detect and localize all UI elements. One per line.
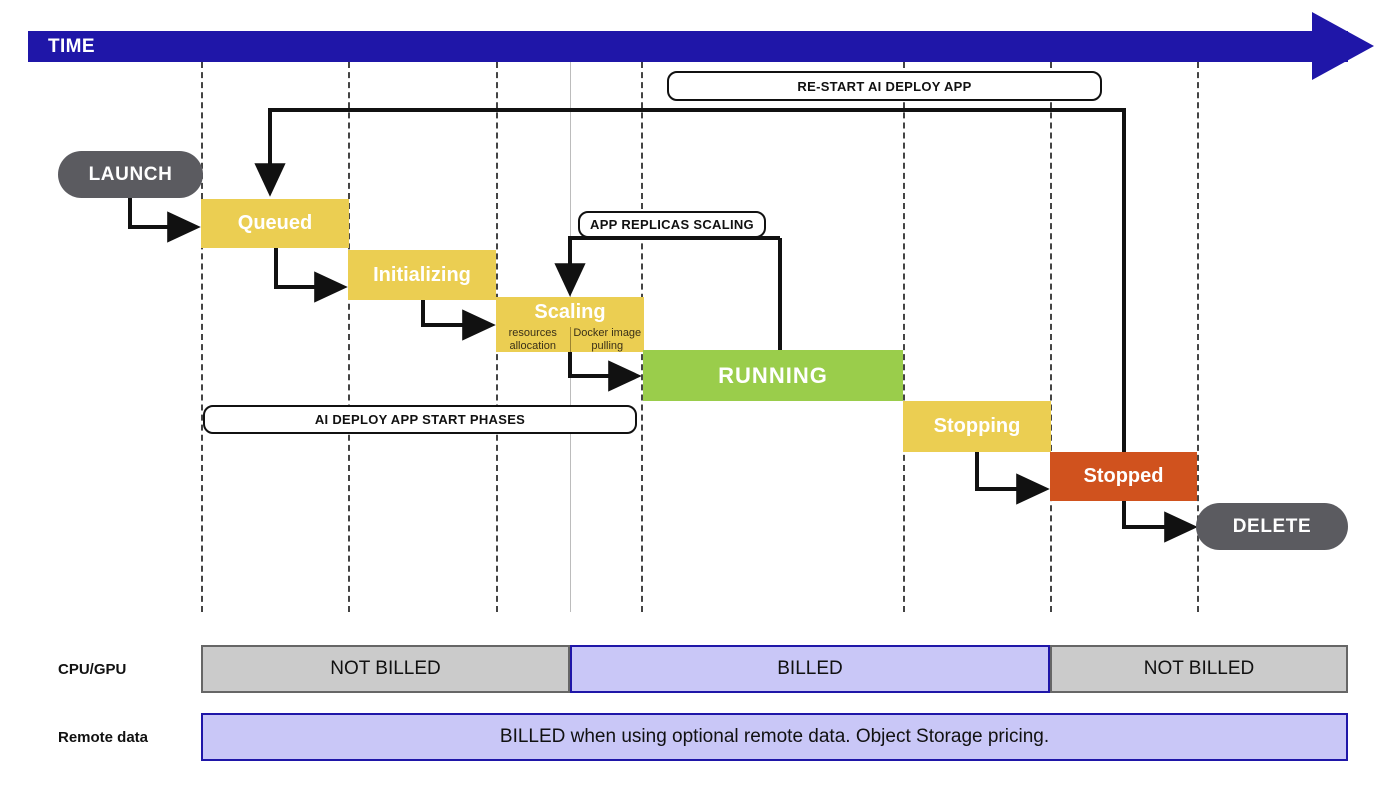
gridline-8	[1197, 62, 1199, 612]
state-scaling-label: Scaling	[534, 300, 606, 323]
callout-app-replicas-scaling: APP REPLICAS SCALING	[578, 211, 766, 238]
state-queued-label: Queued	[237, 212, 313, 234]
billing-row-label-cpu-gpu: CPU/GPU	[58, 655, 198, 683]
time-arrow-head-icon	[1312, 12, 1374, 80]
gridline-6	[903, 62, 905, 612]
scaling-substeps: resources allocation Docker image pullin…	[496, 327, 644, 352]
state-scaling[interactable]: Scaling	[496, 297, 644, 327]
time-axis-bar: TIME	[28, 31, 1348, 62]
billing-cpu-not-billed-2-text: NOT BILLED	[1143, 658, 1255, 679]
state-running[interactable]: RUNNING	[643, 350, 903, 401]
callout-start-phases-label: AI DEPLOY APP START PHASES	[314, 412, 526, 427]
substep-resources-line2: allocation	[509, 339, 556, 352]
state-queued[interactable]: Queued	[201, 199, 349, 248]
substep-docker-image-pulling: Docker image pulling	[569, 326, 645, 352]
state-stopping[interactable]: Stopping	[903, 401, 1051, 452]
billing-cpu-not-billed-1: NOT BILLED	[201, 645, 570, 693]
substep-resources-line1: resources	[508, 326, 557, 339]
billing-row-remote-data-text: Remote data	[58, 728, 149, 746]
callout-start-phases: AI DEPLOY APP START PHASES	[203, 405, 637, 434]
state-stopped[interactable]: Stopped	[1050, 452, 1197, 501]
billing-cpu-billed: BILLED	[570, 645, 1050, 693]
substep-docker-line1: Docker image	[573, 326, 642, 339]
billing-remote-data-billed: BILLED when using optional remote data. …	[201, 713, 1348, 761]
gridline-7	[1050, 62, 1052, 612]
gridline-1	[201, 62, 203, 612]
billing-remote-data-text: BILLED when using optional remote data. …	[499, 726, 1050, 747]
state-initializing-label: Initializing	[373, 263, 471, 286]
state-running-label: RUNNING	[718, 362, 828, 388]
billing-cpu-billed-text: BILLED	[777, 658, 843, 679]
substep-resources-allocation: resources allocation	[496, 327, 570, 352]
state-stopping-label: Stopping	[933, 415, 1021, 437]
time-axis-label: TIME	[48, 35, 95, 57]
callout-app-replicas-label: APP REPLICAS SCALING	[590, 217, 754, 232]
delete-pill[interactable]: DELETE	[1196, 503, 1348, 550]
state-initializing[interactable]: Initializing	[348, 250, 496, 300]
callout-restart: RE-START AI DEPLOY APP	[667, 71, 1102, 101]
callout-restart-label: RE-START AI DEPLOY APP	[797, 78, 972, 94]
state-stopped-label: Stopped	[1083, 465, 1164, 487]
delete-label: DELETE	[1232, 515, 1312, 537]
launch-pill[interactable]: LAUNCH	[58, 151, 203, 198]
billing-row-label-remote-data: Remote data	[58, 723, 208, 751]
billing-row-cpu-gpu-text: CPU/GPU	[58, 660, 127, 678]
billing-cpu-not-billed-2: NOT BILLED	[1050, 645, 1348, 693]
launch-label: LAUNCH	[88, 163, 173, 185]
substep-docker-line2: pulling	[591, 339, 624, 352]
billing-cpu-not-billed-1-text: NOT BILLED	[330, 658, 441, 679]
gridline-2	[348, 62, 350, 612]
